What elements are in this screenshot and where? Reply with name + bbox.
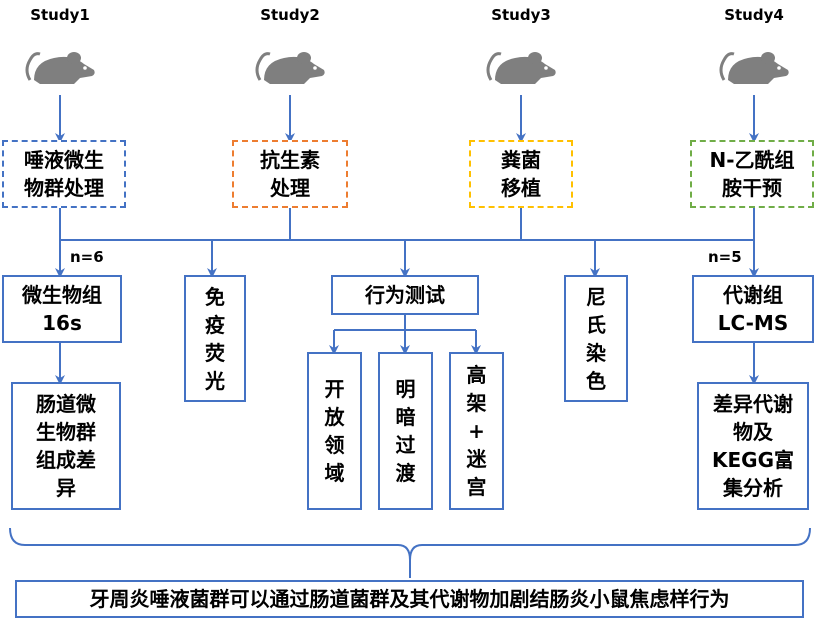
conclusion-box: 牙周炎唾液菌群可以通过肠道菌群及其代谢物加剧结肠炎小鼠焦虑样行为 [15, 580, 804, 618]
n-label-right: n=5 [708, 248, 742, 266]
elevated-maze-box: 高 架 + 迷 宫 [449, 352, 504, 510]
nissl-stain-box: 尼 氏 染 色 [564, 275, 628, 402]
study-label-3: Study3 [491, 6, 551, 24]
behavior-test-box: 行为测试 [331, 275, 479, 315]
mouse-icon [486, 52, 556, 84]
study-label-1: Study1 [30, 6, 90, 24]
mouse-icon [25, 52, 95, 84]
study-label-2: Study2 [260, 6, 320, 24]
metabolome-lcms-box: 代谢组 LC-MS [692, 275, 814, 343]
metabolome-result-box: 差异代谢 物及 KEGG富 集分析 [697, 382, 809, 510]
immunofluorescence-box: 免 疫 荧 光 [184, 275, 246, 402]
mouse-icon [719, 52, 789, 84]
n-label-left: n=6 [70, 248, 104, 266]
microbiome-16s-box: 微生物组 16s [2, 275, 122, 343]
light-dark-box: 明 暗 过 渡 [378, 352, 433, 510]
study-label-4: Study4 [724, 6, 784, 24]
treatment-box-study1: 唾液微生 物群处理 [2, 140, 126, 208]
treatment-box-study2: 抗生素 处理 [232, 140, 348, 208]
treatment-box-study4: N-乙酰组 胺干预 [690, 140, 814, 208]
treatment-box-study3: 粪菌 移植 [469, 140, 573, 208]
mouse-icon [255, 52, 325, 84]
open-field-box: 开 放 领 域 [307, 352, 362, 510]
bottom-brace [9, 527, 811, 561]
microbiome-result-box: 肠道微 生物群 组成差 异 [11, 382, 121, 510]
